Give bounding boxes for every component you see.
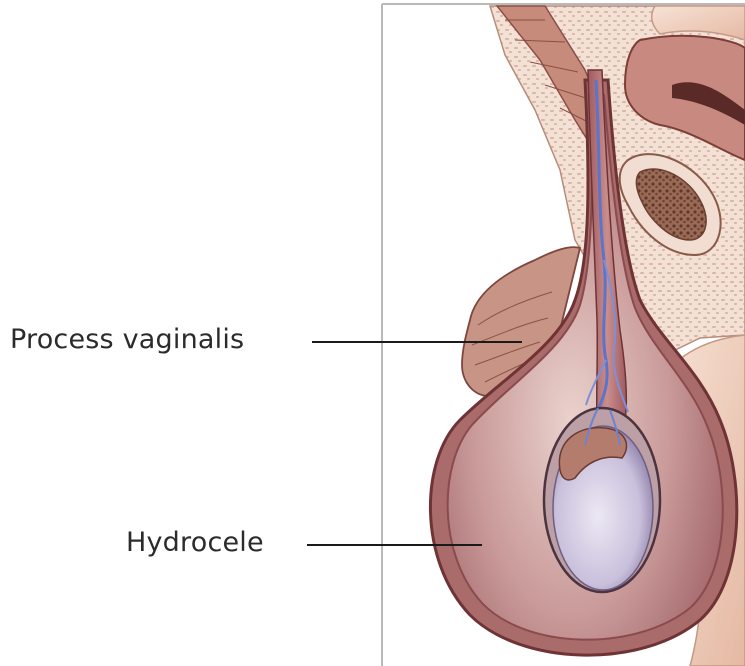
process-vaginalis-label: Process vaginalis [10,324,244,355]
hydrocele-label: Hydrocele [126,527,264,558]
